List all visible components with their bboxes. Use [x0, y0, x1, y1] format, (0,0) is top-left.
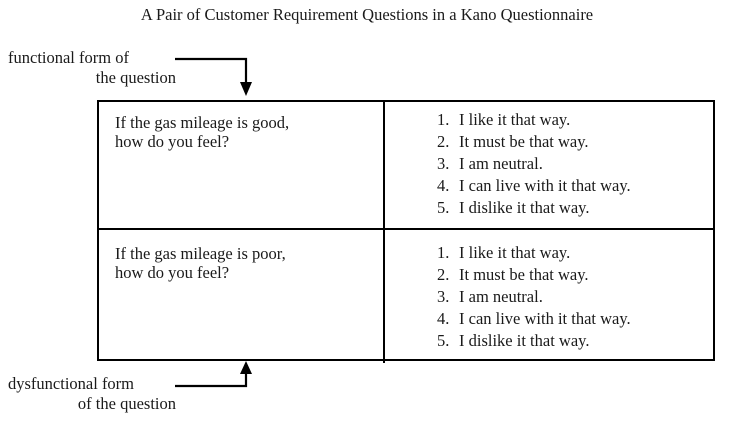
dysfunctional-form-label-line1: dysfunctional form [8, 374, 135, 393]
answer-option[interactable]: 1. I like it that way. [437, 109, 713, 131]
table-row-functional: If the gas mileage is good, how do you f… [99, 102, 713, 228]
dysfunctional-form-label-line2: of the question [77, 394, 176, 413]
question-text-dysfunctional-line2: how do you feel? [115, 263, 230, 282]
answer-number: 2. [437, 132, 450, 151]
kano-questionnaire-table: If the gas mileage is good, how do you f… [97, 100, 715, 363]
answer-option[interactable]: 3. I am neutral. [437, 153, 713, 175]
dysfunctional-form-arrow-icon [175, 361, 252, 388]
question-text-functional-line1: If the gas mileage is good, [115, 113, 290, 132]
answer-option[interactable]: 4. I can live with it that way. [437, 308, 713, 330]
question-cell-dysfunctional: If the gas mileage is poor, how do you f… [99, 230, 385, 363]
answer-text: I am neutral. [459, 154, 543, 173]
question-cell-functional: If the gas mileage is good, how do you f… [99, 102, 385, 228]
question-text-functional-line2: how do you feel? [115, 132, 230, 151]
answer-number: 5. [437, 331, 450, 350]
answer-number: 2. [437, 265, 450, 284]
answer-option[interactable]: 5. I dislike it that way. [437, 197, 713, 219]
answer-list-dysfunctional: 1. I like it that way. 2. It must be that … [437, 242, 713, 352]
answer-text: I like it that way. [459, 110, 571, 129]
answers-cell-dysfunctional: 1. I like it that way. 2. It must be that … [385, 230, 713, 363]
functional-form-label-line2: the question [95, 68, 176, 87]
answer-option[interactable]: 2. It must be that way. [437, 131, 713, 153]
answers-cell-functional: 1. I like it that way. 2. It must be that … [385, 102, 713, 228]
answer-text: It must be that way. [459, 265, 589, 284]
page-title: A Pair of Customer Requirement Questions… [140, 5, 594, 24]
functional-form-label: functional form of the question [8, 48, 176, 88]
question-text-dysfunctional: If the gas mileage is poor, how do you f… [115, 244, 383, 282]
question-text-dysfunctional-line1: If the gas mileage is poor, [115, 244, 286, 263]
answer-text: I can live with it that way. [459, 309, 631, 328]
answer-text: It must be that way. [459, 132, 589, 151]
answer-number: 1. [437, 243, 450, 262]
answer-option[interactable]: 1. I like it that way. [437, 242, 713, 264]
answer-number: 4. [437, 176, 450, 195]
functional-form-label-line1: functional form of [8, 48, 129, 67]
answer-number: 3. [437, 154, 450, 173]
answer-number: 4. [437, 309, 450, 328]
answer-text: I dislike it that way. [459, 331, 590, 350]
answer-list-functional: 1. I like it that way. 2. It must be that … [437, 109, 713, 219]
answer-text: I am neutral. [459, 287, 543, 306]
answer-text: I dislike it that way. [459, 198, 590, 217]
functional-form-arrow-icon [175, 57, 252, 96]
table-row-dysfunctional: If the gas mileage is poor, how do you f… [99, 228, 713, 363]
answer-option[interactable]: 3. I am neutral. [437, 286, 713, 308]
answer-text: I like it that way. [459, 243, 571, 262]
answer-option[interactable]: 2. It must be that way. [437, 264, 713, 286]
dysfunctional-form-label: dysfunctional form of the question [8, 374, 176, 414]
answer-number: 5. [437, 198, 450, 217]
answer-number: 1. [437, 110, 450, 129]
answer-text: I can live with it that way. [459, 176, 631, 195]
answer-option[interactable]: 4. I can live with it that way. [437, 175, 713, 197]
answer-number: 3. [437, 287, 450, 306]
question-text-functional: If the gas mileage is good, how do you f… [115, 113, 383, 151]
answer-option[interactable]: 5. I dislike it that way. [437, 330, 713, 352]
